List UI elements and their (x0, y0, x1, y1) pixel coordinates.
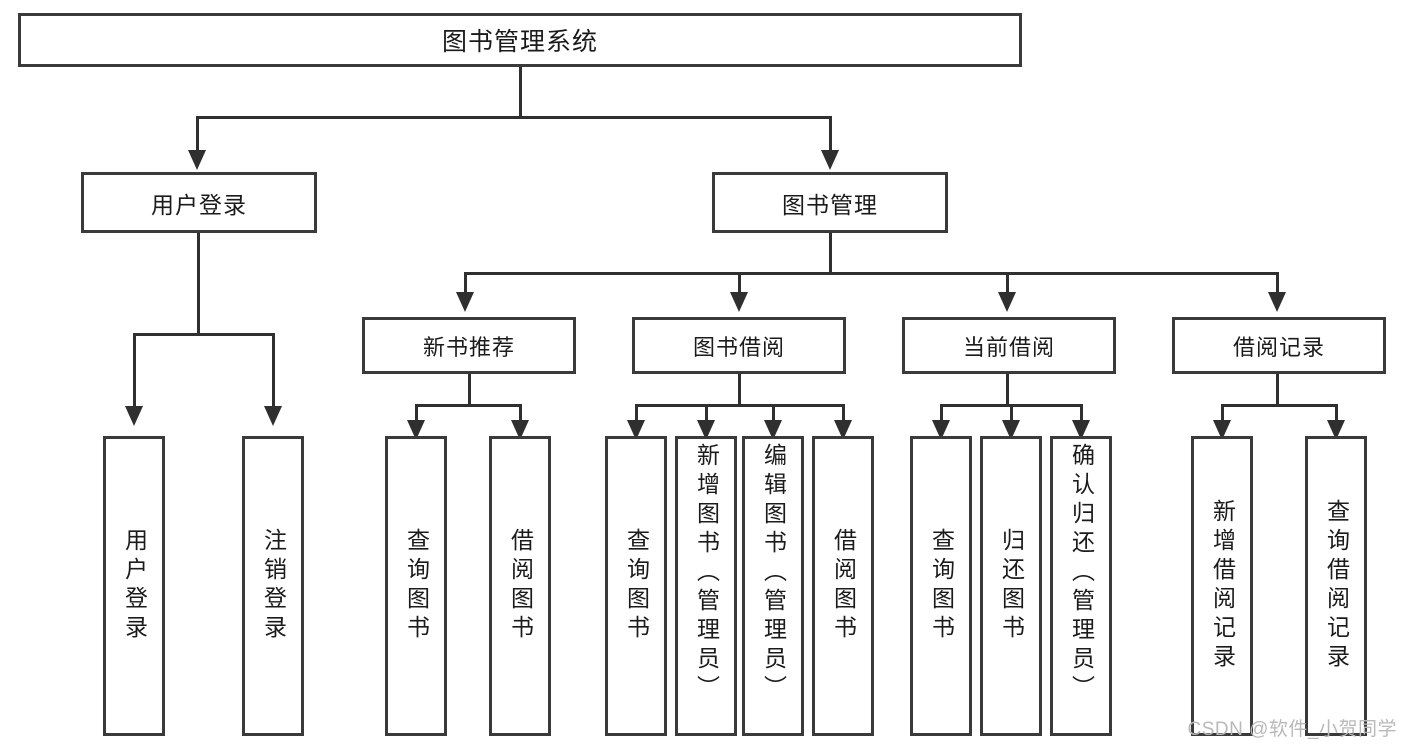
leaf-query-book-borrow-label: 查询图书 (623, 528, 650, 644)
connector-root-to-book-manage (829, 116, 832, 152)
connector-root-to-user-login (196, 116, 199, 152)
connector-book-manage-bus (464, 272, 1278, 275)
arrow-to-current-borrow (998, 292, 1016, 312)
connector-user-login-bus (133, 333, 275, 336)
arrow-current-borrow-leaf1 (932, 420, 950, 440)
arrow-to-new-book (456, 292, 474, 312)
connector-book-borrow-leaf1 (635, 404, 638, 422)
connector-root-bus (196, 116, 832, 119)
arrow-borrow-record-leaf1 (1213, 420, 1231, 440)
connector-to-new-book (464, 272, 467, 294)
arrow-to-borrow-record (1268, 292, 1286, 312)
arrow-user-login-leaf2 (264, 406, 282, 426)
leaf-confirm-return-admin-label: 确认归还（管理员） (1068, 443, 1095, 704)
leaf-edit-book-admin-label: 编辑图书（管理员） (760, 443, 787, 704)
leaf-user-login-label: 用户登录 (121, 528, 148, 644)
arrow-book-borrow-leaf4 (834, 420, 852, 440)
node-book-borrow[interactable]: 图书借阅 (632, 317, 846, 374)
node-user-login-label: 用户登录 (151, 191, 247, 218)
leaf-query-borrow-record[interactable]: 查询借阅记录 (1305, 436, 1367, 736)
node-book-manage[interactable]: 图书管理 (712, 172, 948, 233)
connector-borrow-record-bus (1221, 404, 1338, 407)
connector-borrow-record-leaf1 (1221, 404, 1224, 422)
connector-book-manage-stem (829, 233, 832, 275)
leaf-logout[interactable]: 注销登录 (242, 436, 304, 736)
connector-book-borrow-leaf2 (705, 404, 708, 422)
node-book-manage-label: 图书管理 (782, 191, 878, 218)
connector-new-book-stem (468, 374, 471, 406)
connector-to-book-borrow (738, 272, 741, 294)
leaf-return-book-label: 归还图书 (998, 528, 1025, 644)
leaf-borrow-book[interactable]: 借阅图书 (812, 436, 874, 736)
connector-new-book-leaf2 (519, 404, 522, 422)
connector-current-borrow-stem (1006, 374, 1009, 406)
node-root[interactable]: 图书管理系统 (18, 13, 1022, 67)
watermark: CSDN @软件_小贺同学 (1187, 719, 1397, 740)
connector-current-borrow-leaf2 (1010, 404, 1013, 422)
connector-book-borrow-bus (635, 404, 845, 407)
leaf-add-borrow-record-label: 新增借阅记录 (1209, 499, 1236, 673)
node-book-borrow-label: 图书借阅 (692, 334, 785, 360)
arrow-borrow-record-leaf2 (1327, 420, 1345, 440)
connector-book-borrow-leaf3 (772, 404, 775, 422)
arrow-user-login-leaf1 (125, 406, 143, 426)
arrow-new-book-leaf2 (511, 420, 529, 440)
connector-borrow-record-leaf2 (1335, 404, 1338, 422)
connector-user-login-stem (197, 233, 200, 335)
arrow-book-borrow-leaf3 (764, 420, 782, 440)
leaf-confirm-return-admin[interactable]: 确认归还（管理员） (1050, 436, 1112, 736)
leaf-borrow-book-recommend[interactable]: 借阅图书 (489, 436, 551, 736)
node-new-book-recommend[interactable]: 新书推荐 (362, 317, 576, 374)
arrow-current-borrow-leaf3 (1072, 420, 1090, 440)
arrow-book-borrow-leaf1 (627, 420, 645, 440)
node-new-book-recommend-label: 新书推荐 (422, 334, 515, 360)
arrow-current-borrow-leaf2 (1002, 420, 1020, 440)
arrow-root-to-book-manage (821, 150, 839, 170)
connector-current-borrow-leaf3 (1080, 404, 1083, 422)
connector-borrow-record-stem (1276, 374, 1279, 406)
leaf-borrow-book-label: 借阅图书 (830, 528, 857, 644)
leaf-add-borrow-record[interactable]: 新增借阅记录 (1191, 436, 1253, 736)
connector-root-stem (519, 67, 522, 118)
leaf-add-book-admin[interactable]: 新增图书（管理员） (675, 436, 737, 736)
leaf-query-book-current[interactable]: 查询图书 (910, 436, 972, 736)
arrow-to-book-borrow (730, 292, 748, 312)
leaf-return-book[interactable]: 归还图书 (980, 436, 1042, 736)
arrow-book-borrow-leaf2 (697, 420, 715, 440)
node-root-label: 图书管理系统 (441, 28, 598, 56)
connector-user-login-leaf2 (272, 333, 275, 408)
leaf-query-book-recommend-label: 查询图书 (403, 528, 430, 644)
node-current-borrow-label: 当前借阅 (962, 334, 1055, 360)
arrow-root-to-user-login (188, 150, 206, 170)
node-current-borrow[interactable]: 当前借阅 (902, 317, 1116, 374)
connector-book-borrow-stem (738, 374, 741, 406)
leaf-add-book-admin-label: 新增图书（管理员） (693, 443, 720, 704)
leaf-borrow-book-recommend-label: 借阅图书 (507, 528, 534, 644)
leaf-query-book-recommend[interactable]: 查询图书 (385, 436, 447, 736)
connector-to-borrow-record (1276, 272, 1279, 294)
arrow-new-book-leaf1 (407, 420, 425, 440)
connector-user-login-leaf1 (133, 333, 136, 408)
connector-to-current-borrow (1006, 272, 1009, 294)
leaf-user-login[interactable]: 用户登录 (103, 436, 165, 736)
connector-new-book-bus (415, 404, 522, 407)
leaf-logout-label: 注销登录 (260, 528, 287, 644)
leaf-query-book-borrow[interactable]: 查询图书 (605, 436, 667, 736)
connector-current-borrow-leaf1 (940, 404, 943, 422)
leaf-query-book-current-label: 查询图书 (928, 528, 955, 644)
node-borrow-record[interactable]: 借阅记录 (1172, 317, 1386, 374)
connector-new-book-leaf1 (415, 404, 418, 422)
node-borrow-record-label: 借阅记录 (1232, 334, 1325, 360)
leaf-query-borrow-record-label: 查询借阅记录 (1323, 499, 1350, 673)
leaf-edit-book-admin[interactable]: 编辑图书（管理员） (742, 436, 804, 736)
connector-book-borrow-leaf4 (842, 404, 845, 422)
node-user-login[interactable]: 用户登录 (81, 172, 317, 233)
